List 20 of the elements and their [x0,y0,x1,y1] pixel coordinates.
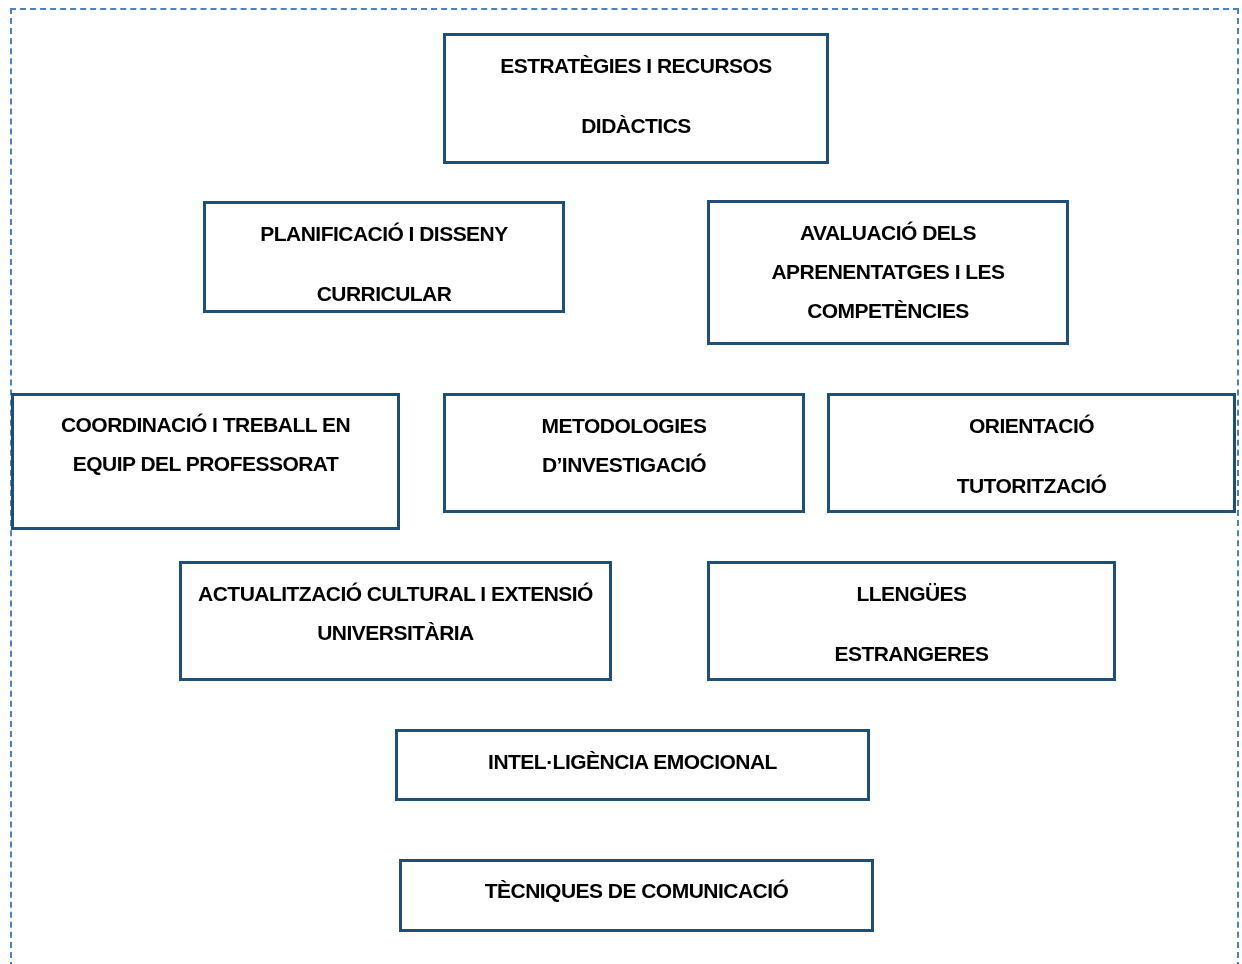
topic-label: LLENGÜES ESTRANGERES [833,581,990,667]
topic-label: ACTUALITZACIÓ CULTURAL I EXTENSIÓ UNIVERSITÀRIA [197,581,594,646]
topic-label: ESTRATÈGIES I RECURSOS DIDÀCTICS [499,53,773,139]
topic-label: INTEL·LIGÈNCIA EMOCIONAL [488,749,777,775]
topic-label: PLANIFICACIÓ I DISSENY CURRICULAR [259,221,509,307]
topic-box [707,200,1069,345]
topic-box [399,859,874,932]
topic-box [443,393,805,513]
topic-box [443,33,829,164]
topic-label: ORIENTACIÓ TUTORITZACIÓ [955,413,1108,499]
topic-box [827,393,1236,513]
topic-box [395,729,870,801]
topic-label: METODOLOGIES D’INVESTIGACIÓ [540,413,708,478]
topic-box [11,393,400,530]
topic-box [203,201,565,313]
topic-label: TÈCNIQUES DE COMUNICACIÓ [484,878,789,904]
topic-label: AVALUACIÓ DELS APRENENTATGES I LES COMPETÈNCIES [770,220,1006,324]
topic-label: COORDINACIÓ I TREBALL EN EQUIP DEL PROFESSORAT [59,412,352,477]
topic-box [179,561,612,681]
topic-box [707,561,1116,681]
